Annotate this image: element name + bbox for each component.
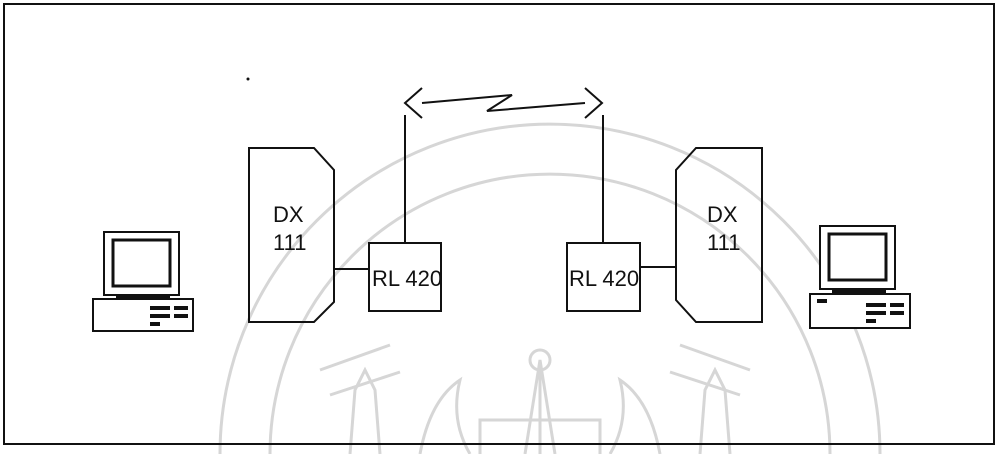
left-radio-label: RL 420 [372,266,442,291]
right-switch-line1: DX [707,202,738,227]
right-radio-label: RL 420 [569,266,639,291]
left-computer-icon [93,232,193,331]
right-computer-icon [810,226,910,328]
left-switch-line2: 111 [273,230,306,255]
right-rl420-radio: RL 420 [567,243,640,311]
right-dx-switch: DX 111 [676,148,762,322]
stray-dot [247,78,250,81]
left-switch-line1: DX [273,202,304,227]
watermark-seal [220,124,880,454]
diagram-frame [4,4,994,444]
right-switch-line2: 111 [707,230,740,255]
left-rl420-radio: RL 420 [369,243,442,311]
radio-link-icon [405,88,602,118]
